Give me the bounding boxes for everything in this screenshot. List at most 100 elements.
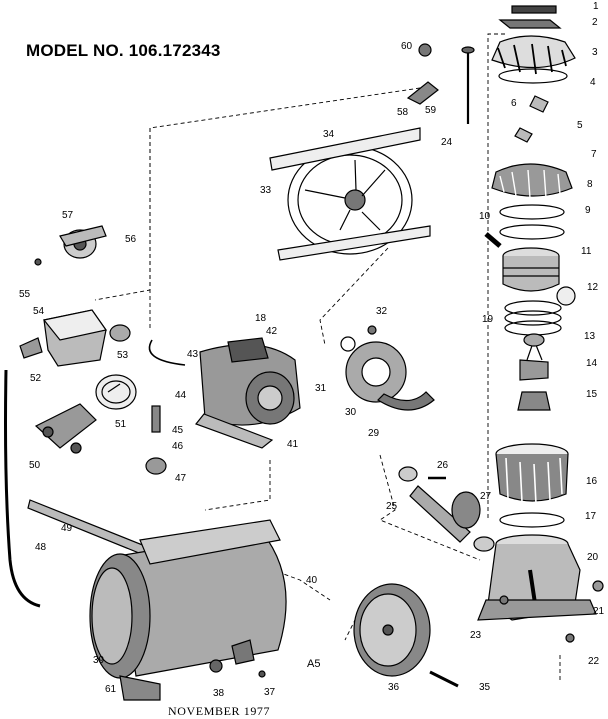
- head-bolt: [461, 46, 475, 124]
- callout-13: 13: [584, 331, 596, 342]
- crankcase-screw: [499, 595, 509, 605]
- callout-49: 49: [61, 523, 73, 534]
- callout-42: 42: [266, 326, 278, 337]
- callout-15: 15: [586, 389, 598, 400]
- pulley-assembly: [340, 325, 435, 411]
- callout-3: 3: [592, 47, 598, 58]
- callout-1: 1: [593, 1, 599, 12]
- callout-51: 51: [115, 419, 127, 430]
- revision-date: NOVEMBER 1977: [168, 704, 271, 718]
- callout-14: 14: [586, 358, 598, 369]
- callout-37: 37: [264, 687, 276, 698]
- pressure-gauge: [95, 374, 137, 410]
- motor-cord: [148, 339, 186, 366]
- tank-drain: [258, 670, 266, 678]
- air-tank: [89, 519, 287, 701]
- callout-39: 39: [93, 655, 105, 666]
- callout-8: 8: [587, 179, 593, 190]
- callout-12: 12: [587, 282, 599, 293]
- callout-7: 7: [591, 149, 597, 160]
- piston-rings: [504, 300, 562, 336]
- callout-19: 19: [482, 314, 494, 325]
- callout-4: 4: [590, 77, 596, 88]
- callout-41: 41: [287, 439, 299, 450]
- callout-55: 55: [19, 289, 31, 300]
- crankshaft: [398, 466, 495, 552]
- callout-54: 54: [33, 306, 45, 317]
- screw: [34, 258, 42, 266]
- flywheel: [269, 127, 431, 261]
- callout-33: 33: [260, 185, 272, 196]
- callout-22: 22: [588, 656, 600, 667]
- crankcase: [477, 534, 597, 621]
- valve-plate-stack: [491, 5, 576, 84]
- callout-27: 27: [480, 491, 492, 502]
- connecting-rod: [517, 333, 551, 411]
- callout-18: 18: [255, 313, 267, 324]
- callout-24: 24: [441, 137, 453, 148]
- callout-59: 59: [425, 105, 437, 116]
- callout-11: 11: [581, 246, 592, 257]
- callout-6: 6: [511, 98, 517, 109]
- reed-valves: [514, 95, 549, 143]
- callout-21: 21: [593, 606, 605, 617]
- callout-44: 44: [175, 390, 187, 401]
- gasket-rings: [499, 204, 565, 240]
- callout-53: 53: [117, 350, 129, 361]
- callout-43: 43: [187, 349, 199, 360]
- cylinder-block: [495, 443, 569, 505]
- callout-60: 60: [401, 41, 413, 52]
- electric-motor: [195, 337, 301, 449]
- callout-30: 30: [345, 407, 357, 418]
- callout-29: 29: [368, 428, 380, 439]
- callout-47: 47: [175, 473, 187, 484]
- callout-52: 52: [30, 373, 42, 384]
- callout-17: 17: [585, 511, 597, 522]
- callout-56: 56: [125, 234, 137, 245]
- piston: [502, 247, 560, 292]
- callout-23: 23: [470, 630, 482, 641]
- callout-58: 58: [397, 107, 409, 118]
- callout-61: 61: [105, 684, 117, 695]
- callout-34: 34: [323, 129, 335, 140]
- callout-35: 35: [479, 682, 491, 693]
- callout-20: 20: [587, 552, 599, 563]
- callout-31: 31: [315, 383, 327, 394]
- tank-adapter: [59, 225, 107, 259]
- callout-57: 57: [62, 210, 74, 221]
- callout-10: 10: [479, 211, 491, 222]
- air-hose: [4, 369, 41, 608]
- callout-50: 50: [29, 460, 41, 471]
- cylinder-gasket: [499, 512, 565, 528]
- manifold: [34, 403, 97, 454]
- drain-plug: [565, 633, 575, 643]
- callout-45: 45: [172, 425, 184, 436]
- switch-lever: [19, 337, 43, 359]
- callout-32: 32: [376, 306, 388, 317]
- callout-48: 48: [35, 542, 47, 553]
- callout-26: 26: [437, 460, 449, 471]
- callout-2: 2: [592, 17, 598, 28]
- cylinder-head: [491, 163, 573, 199]
- callout-5: 5: [577, 120, 583, 131]
- check-ball: [556, 286, 576, 306]
- figure-tag: A5: [307, 658, 321, 670]
- assembly-guide-lines: [94, 33, 561, 680]
- callout-36: 36: [388, 682, 400, 693]
- model-number-title: MODEL NO. 106.172343: [26, 41, 221, 60]
- tank-fitting: [209, 659, 223, 673]
- callout-9: 9: [585, 205, 591, 216]
- callout-40: 40: [306, 575, 318, 586]
- oil-plug: [592, 580, 604, 592]
- safety-valve: [145, 405, 167, 475]
- knob: [109, 324, 131, 342]
- callout-16: 16: [586, 476, 598, 487]
- wheel: [353, 583, 431, 677]
- pressure-switch: [42, 309, 108, 367]
- callout-25: 25: [386, 501, 398, 512]
- wrist-pin: [484, 232, 502, 248]
- elbow-fitting: [406, 43, 439, 105]
